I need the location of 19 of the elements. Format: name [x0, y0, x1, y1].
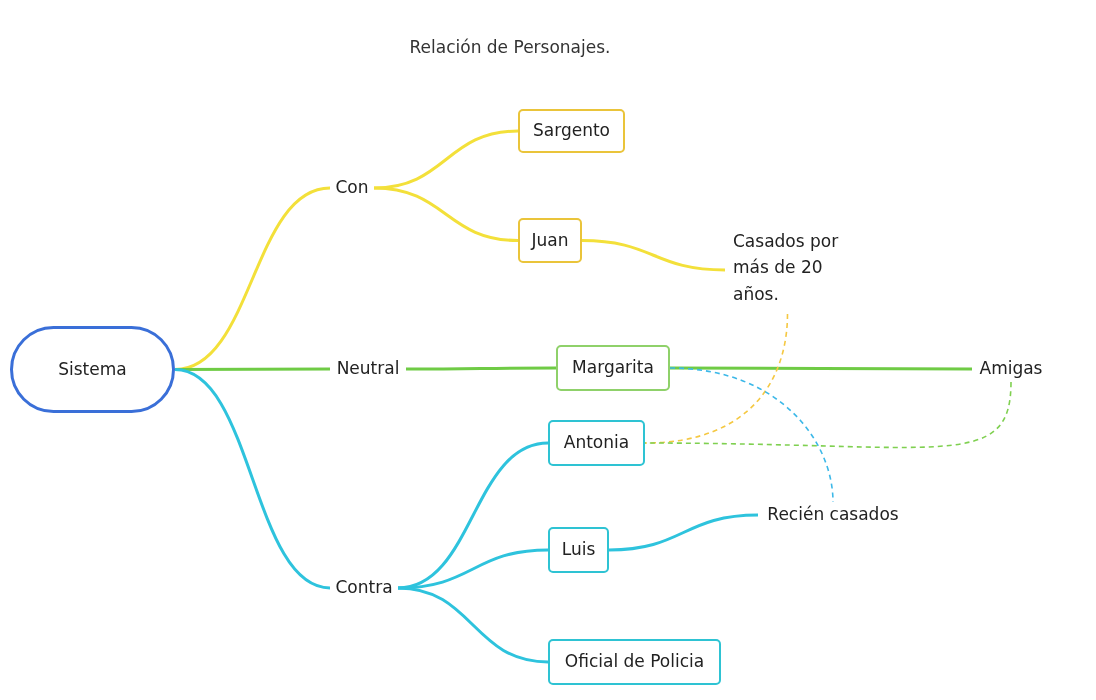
- dashed-connector: [644, 313, 789, 444]
- connector-line: [608, 513, 759, 552]
- character-box: Luis: [548, 527, 609, 573]
- diagram-title: Relación de Personajes.: [408, 37, 612, 57]
- connector-line: [373, 129, 519, 190]
- connector-line: [581, 239, 726, 272]
- connector-line: [670, 366, 972, 371]
- connector-line: [406, 366, 556, 371]
- character-box: Oficial de Policia: [548, 639, 721, 685]
- connector-line: [397, 586, 549, 664]
- connector-line: [373, 186, 519, 242]
- connector-line: [174, 368, 331, 590]
- character-box: Sargento: [518, 109, 625, 153]
- dashed-connector: [669, 367, 834, 503]
- character-box: Juan: [518, 218, 582, 263]
- connector-line: [397, 548, 549, 590]
- character-box: Antonia: [548, 420, 645, 466]
- root-node: Sistema: [10, 326, 175, 413]
- character-box: Margarita: [556, 345, 670, 391]
